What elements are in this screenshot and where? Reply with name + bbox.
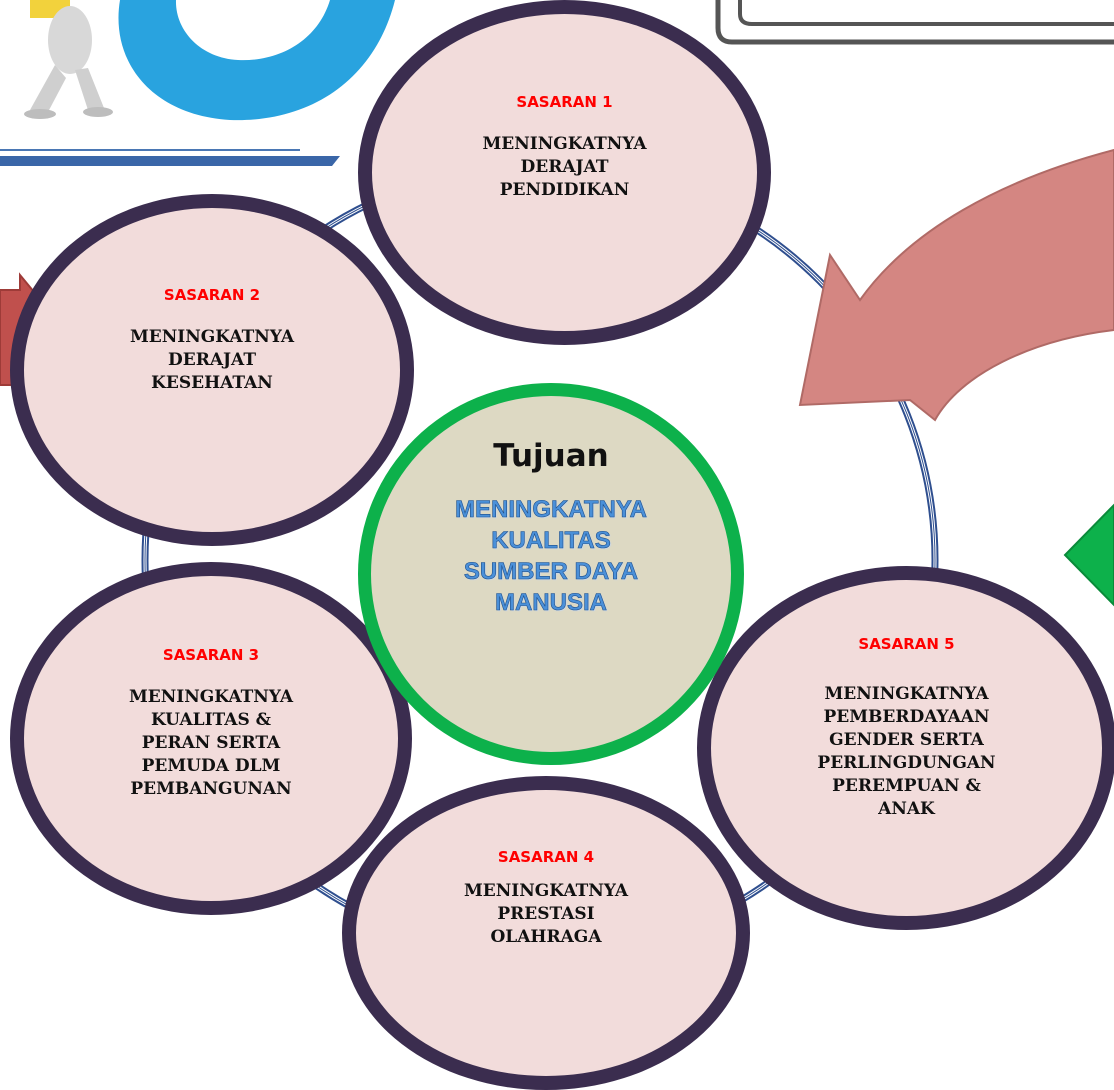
sasaran-3-title: SASARAN 3 bbox=[162, 646, 260, 664]
right-green-arrow bbox=[1063, 503, 1114, 607]
tujuan-center-circle: Tujuan MENINGKATNYA KUALITAS SUMBER DAYA… bbox=[358, 383, 744, 765]
red-curved-arrow bbox=[798, 148, 1114, 422]
blue-logo-arc bbox=[118, 0, 396, 121]
sasaran-4-title: SASARAN 4 bbox=[497, 847, 595, 866]
sasaran-4-circle: SASARAN 4 MENINGKATNYA PRESTASI OLAHRAGA bbox=[342, 776, 750, 1090]
walking-figure-illustration bbox=[24, 0, 113, 119]
tujuan-goal-text: MENINGKATNYA KUALITAS SUMBER DAYA MANUSI… bbox=[454, 496, 648, 617]
sasaran-4-text: MENINGKATNYA PRESTASI OLAHRAGA bbox=[463, 880, 629, 947]
tujuan-label: Tujuan bbox=[493, 438, 609, 474]
sasaran-1-title: SASARAN 1 bbox=[516, 93, 613, 111]
callout-box-corner-inner bbox=[738, 0, 1114, 26]
sasaran-5-text: MENINGKATNYA PEMBERDAYAAN GENDER SERTA P… bbox=[817, 684, 996, 819]
sasaran-3-text: MENINGKATNYA KUALITAS & PERAN SERTA PEMU… bbox=[128, 687, 294, 799]
sasaran-1-circle: SASARAN 1 MENINGKATNYA DERAJAT PENDIDIKA… bbox=[358, 0, 771, 345]
sasaran-5-title: SASARAN 5 bbox=[858, 635, 955, 653]
header-rule-accent bbox=[0, 156, 340, 166]
sasaran-1-text: MENINGKATNYA DERAJAT PENDIDIKAN bbox=[482, 134, 647, 200]
sasaran-2-text: MENINGKATNYA DERAJAT KESEHATAN bbox=[129, 326, 295, 393]
callout-box-corner bbox=[715, 0, 1114, 45]
sasaran-2-circle: SASARAN 2 MENINGKATNYA DERAJAT KESEHATAN bbox=[10, 194, 414, 546]
sasaran-3-circle: SASARAN 3 MENINGKATNYA KUALITAS & PERAN … bbox=[10, 562, 412, 915]
sasaran-2-title: SASARAN 2 bbox=[163, 285, 261, 304]
sasaran-5-circle: SASARAN 5 MENINGKATNYA PEMBERDAYAAN GEND… bbox=[697, 566, 1114, 930]
